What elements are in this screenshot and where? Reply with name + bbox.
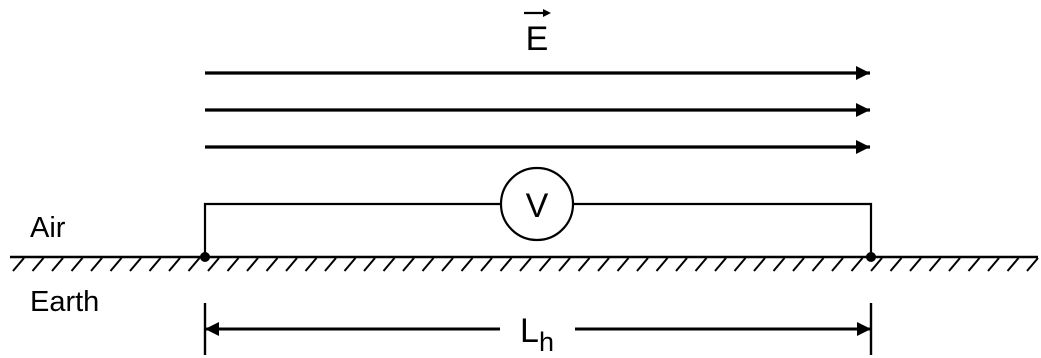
hatch-stroke: [246, 257, 259, 272]
hatch-stroke: [967, 257, 981, 272]
hatch-stroke: [460, 257, 474, 272]
hatch-stroke: [109, 257, 123, 272]
hatch-stroke: [363, 257, 376, 272]
hatch-stroke: [1006, 257, 1020, 272]
ground-hatching: [12, 257, 1039, 272]
hatch-stroke: [597, 257, 610, 272]
hatch-stroke: [90, 257, 103, 272]
hatch-stroke: [226, 257, 240, 272]
voltmeter-symbol: [499, 166, 575, 242]
hatch-stroke: [753, 257, 766, 272]
hatch-stroke: [636, 257, 649, 272]
hatch-stroke: [285, 257, 298, 272]
hatch-stroke: [382, 257, 396, 272]
length-symbol: L: [520, 312, 539, 350]
ground-surface: [10, 255, 1039, 272]
earth-region-label: Earth: [30, 286, 99, 318]
hatch-stroke: [538, 257, 552, 272]
hatch-stroke: [480, 257, 493, 272]
measurement-circuit: V: [200, 166, 876, 262]
hatch-stroke: [12, 257, 25, 272]
hatch-stroke: [207, 257, 220, 272]
hatch-stroke: [792, 257, 805, 272]
hatch-stroke: [187, 257, 201, 272]
hatch-stroke: [675, 257, 688, 272]
hatch-stroke: [811, 257, 825, 272]
field-label: E: [524, 9, 551, 58]
hatch-stroke: [31, 257, 45, 272]
hatch-stroke: [831, 257, 844, 272]
hatch-stroke: [1026, 257, 1039, 272]
hatch-stroke: [948, 257, 961, 272]
hatch-stroke: [655, 257, 669, 272]
hatch-stroke: [148, 257, 162, 272]
hatch-stroke: [129, 257, 142, 272]
hatch-stroke: [772, 257, 786, 272]
hatch-stroke: [616, 257, 630, 272]
hatch-stroke: [304, 257, 318, 272]
field-lines: [205, 66, 870, 154]
length-subscript: h: [539, 327, 554, 357]
hatch-stroke: [987, 257, 1000, 272]
hatch-stroke: [402, 257, 415, 272]
air-region-label: Air: [30, 212, 66, 244]
length-dimension: Lh: [203, 303, 873, 357]
hatch-stroke: [558, 257, 571, 272]
hatch-stroke: [928, 257, 942, 272]
hatch-stroke: [889, 257, 903, 272]
hatch-stroke: [70, 257, 84, 272]
hatch-stroke: [733, 257, 747, 272]
hatch-stroke: [51, 257, 64, 272]
hatch-stroke: [694, 257, 708, 272]
circuit-wire-left: [203, 202, 501, 256]
hatch-stroke: [324, 257, 337, 272]
voltmeter-label: V: [526, 187, 549, 225]
length-label: Lh: [520, 312, 554, 357]
hatch-stroke: [421, 257, 435, 272]
hatch-stroke: [519, 257, 532, 272]
hatch-stroke: [850, 257, 864, 272]
hatch-stroke: [577, 257, 591, 272]
vector-arrow-icon: [524, 9, 551, 17]
hatch-stroke: [168, 257, 181, 272]
hatch-stroke: [441, 257, 454, 272]
hatch-stroke: [870, 257, 883, 272]
hatch-stroke: [909, 257, 922, 272]
hatch-stroke: [265, 257, 279, 272]
field-symbol: E: [526, 20, 549, 58]
circuit-wire-right: [573, 202, 873, 256]
hatch-stroke: [714, 257, 727, 272]
hatch-stroke: [499, 257, 513, 272]
hatch-stroke: [343, 257, 357, 272]
